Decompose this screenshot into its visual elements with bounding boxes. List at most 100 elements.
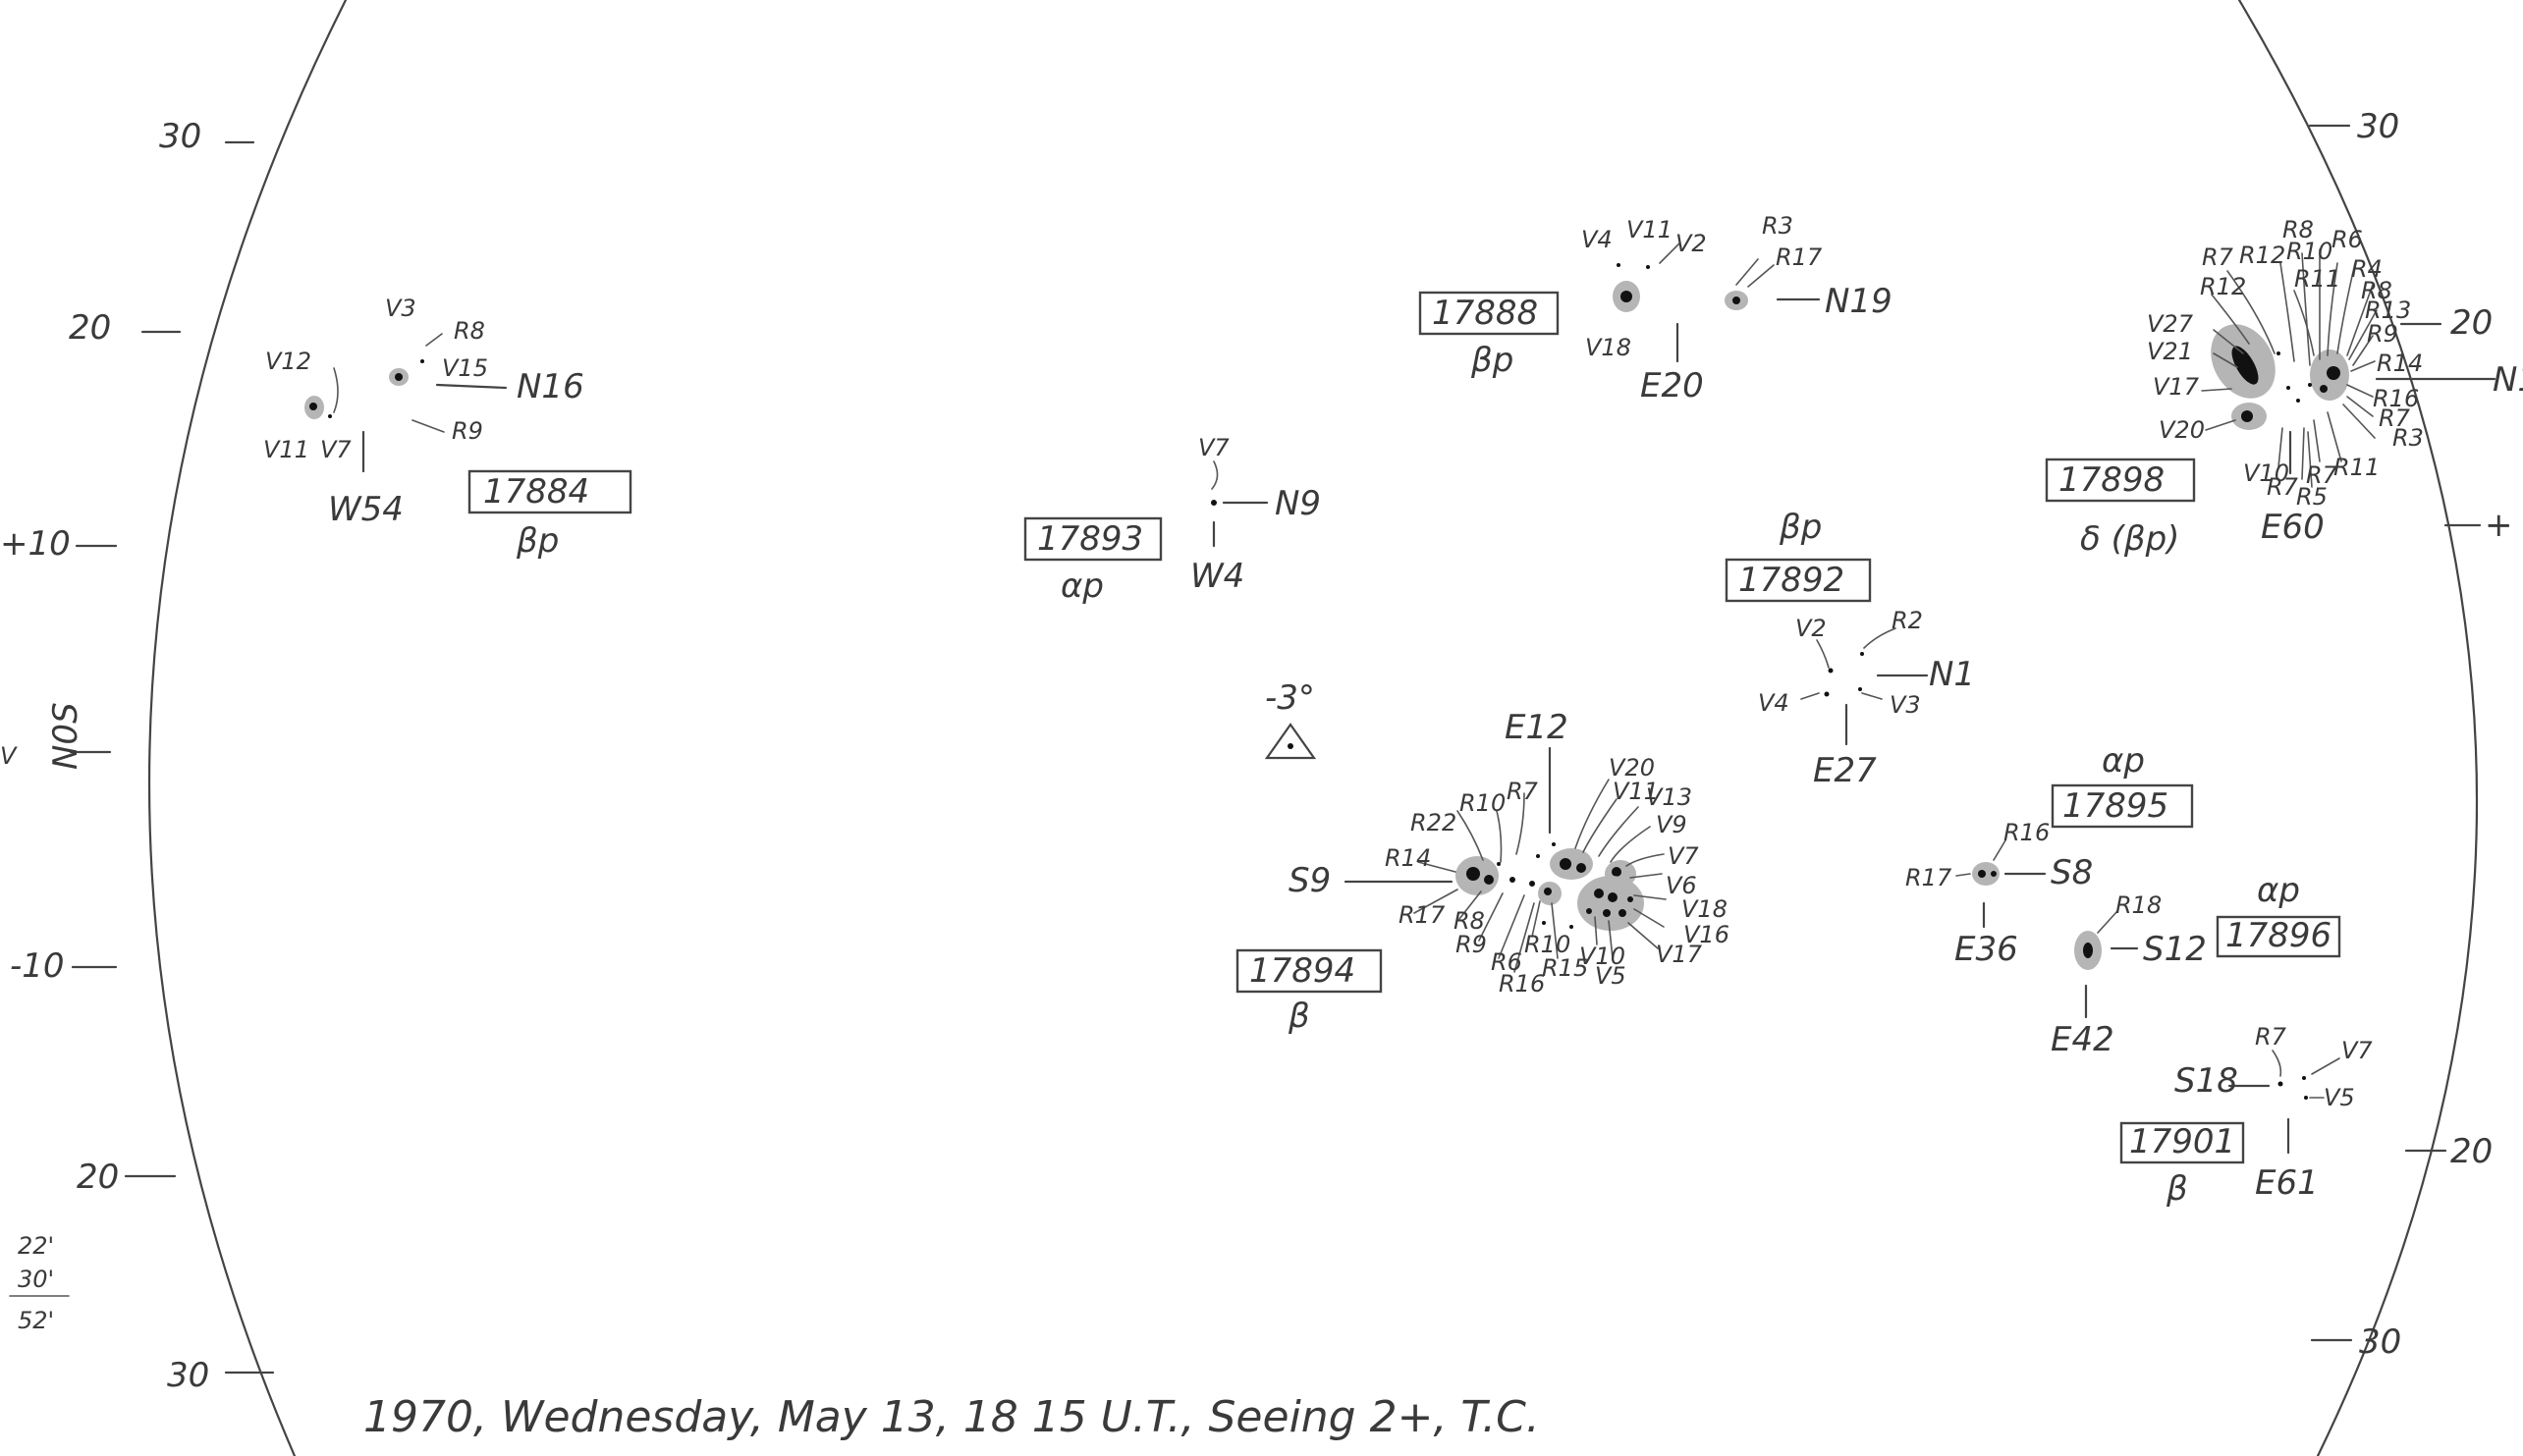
r17898-class: δ (βp) [2080,519,2179,559]
r17894-class: β [1288,997,1310,1036]
r17898-label-r11-top: R11 [2294,265,2340,293]
r17895-number: 17895 [2062,786,2168,826]
r17894-label-r9: R9 [1455,931,1487,958]
scale-left-eq-label: N0S [46,702,85,770]
r17901-label-v7: V7 [2341,1037,2373,1064]
margin-note-mid: 30' [18,1266,54,1293]
r17888-label-r3: R3 [1762,212,1793,240]
r17898-label-r5: R5 [2296,483,2328,511]
scale-left-30-top: 30 [159,117,201,156]
r17884-label-v7: V7 [320,436,352,463]
r17894-label-r17: R17 [1399,901,1446,929]
r17884-label-v11: V11 [263,436,309,463]
r17884-lat: N16 [517,367,584,406]
r17894-label-v20: V20 [1609,754,1655,782]
scale-right-30-top: 30 [2357,107,2399,146]
r17894-label-r10-top: R10 [1459,789,1506,817]
r17898-label-r12-top: R12 [2239,242,2285,269]
r17898-label-r9: R9 [2367,320,2398,348]
scale-left-30-bottom: 30 [167,1356,209,1395]
r17898-number: 17898 [2058,460,2165,500]
solar-limb-left [148,0,348,1456]
region-17894: R10 R7 V20 R22 V11 V13 R14 V9 V7 V6 R17 … [1235,708,1729,1036]
margin-note-bottom: 52' [18,1307,54,1334]
r17884-label-v3: V3 [385,295,416,322]
r17892-label-v4: V4 [1758,689,1789,717]
r17895-lon: E36 [1954,930,2018,969]
sun-center-marker: -3° [1264,678,1317,760]
r17884-label-r8: R8 [454,317,485,345]
r17892-lat: N1 [1929,655,1975,694]
scale-left-eq-side: V [0,742,18,770]
r17894-label-v17: V17 [1656,941,1703,968]
r17894-label-v10: V10 [1579,943,1625,970]
r17894-number: 17894 [1249,951,1355,991]
r17894-label-v7: V7 [1668,842,1699,870]
r17888-label-v18: V18 [1585,334,1631,361]
r17898-label-r16: R16 [2373,385,2419,412]
r17898-label-r14: R14 [2377,350,2423,377]
r17896-lon: E42 [2051,1020,2114,1059]
r17898-label-v21: V21 [2147,338,2193,365]
r17894-label-v6: V6 [1666,872,1697,899]
r17894-label-r10-bottom: R10 [1524,931,1570,958]
region-17898: R7 R12 R8 R10 R6 R4 R11 R8 R12 R13 V27 R… [2045,216,2523,559]
scale-left-10-bottom: -10 [10,946,65,986]
r17892-label-v2: V2 [1795,615,1827,642]
r17898-label-r7-right: R7 [2379,404,2411,432]
r17896-lat: S12 [2143,930,2207,969]
scale-right-20-bottom: 20 [2450,1132,2493,1171]
r17898-label-r7-bottom: R7 [2267,473,2299,501]
r17894-label-r14: R14 [1385,844,1431,872]
r17898-label-v10: V10 [2243,459,2289,487]
r17888-label-r17: R17 [1776,243,1823,271]
r17901-lon: E61 [2255,1163,2319,1203]
r17894-label-v9: V9 [1656,811,1687,838]
region-17892: V2 R2 V4 V3 N1 E27 17892 βp [1725,508,1975,790]
r17894-label-v11: V11 [1613,778,1659,805]
r17892-label-r2: R2 [1892,607,1923,634]
r17896-number: 17896 [2225,916,2331,955]
r17898-label-v20: V20 [2159,416,2205,444]
r17888-number: 17888 [1432,294,1538,333]
r17892-number: 17892 [1738,561,1844,600]
r17894-label-r6: R6 [1491,948,1522,976]
r17898-lat: N1 [2493,360,2523,400]
scale-left: 30 20 +10 -10 20 30 V N0S [0,117,275,1395]
r17884-label-v12: V12 [265,348,311,375]
r17898-label-r8-right: R8 [2361,277,2392,304]
scale-right: 30 20 + 20 30 [2308,107,2513,1362]
r17888-class: βp [1470,341,1513,380]
scale-left-20-bottom: 20 [77,1158,119,1197]
r17898-label-r3: R3 [2392,424,2424,452]
r17898-label-r6: R6 [2331,226,2363,253]
r17888-lat: N19 [1825,282,1892,321]
r17894-label-v18: V18 [1681,895,1728,923]
r17895-class: αp [2102,741,2145,781]
r17901-lat: S18 [2174,1061,2238,1101]
r17894-label-r7: R7 [1507,778,1539,805]
r17884-lon: W54 [328,490,404,529]
r17888-lon: E20 [1640,366,1704,405]
r17888-label-v2: V2 [1675,230,1707,257]
r17888-label-v11: V11 [1626,216,1673,243]
r17894-label-v16: V16 [1683,921,1729,948]
r17893-label-v7: V7 [1198,434,1230,461]
drawing-footer-note: 1970, Wednesday, May 13, 18 15 U.T., See… [363,1392,1540,1442]
r17894-label-r8: R8 [1453,907,1485,935]
r17892-class: βp [1779,508,1822,547]
r17901-number: 17901 [2129,1122,2235,1161]
scale-right-30-bottom: 30 [2359,1322,2401,1362]
r17898-label-r8-top: R8 [2282,216,2314,243]
r17884-number: 17884 [483,472,589,512]
region-17893: V7 N9 W4 17893 αp [1023,434,1321,606]
scale-right-20-top: 20 [2450,303,2493,343]
r17901-label-v5: V5 [2324,1084,2355,1111]
r17884-label-v15: V15 [442,354,488,382]
solar-limb-right [2237,0,2479,1456]
r17898-label-r10: R10 [2286,238,2332,265]
r17898-label-r11-bottom: R11 [2333,454,2380,481]
region-17895: R16 R17 S8 E36 17895 αp [1905,741,2194,969]
scale-left-20-top: 20 [69,308,111,348]
